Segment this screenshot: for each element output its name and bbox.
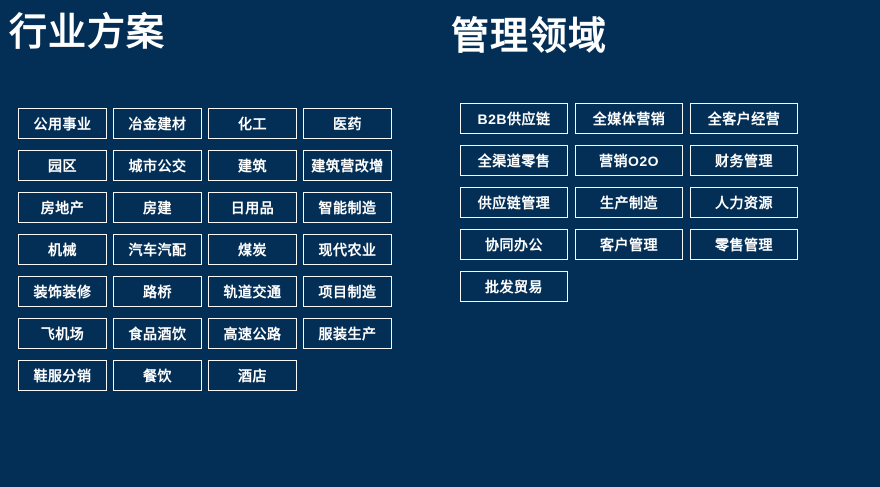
industry-button[interactable]: 酒店	[208, 360, 297, 391]
industry-button[interactable]: 冶金建材	[113, 108, 202, 139]
industry-button[interactable]: 城市公交	[113, 150, 202, 181]
industry-button[interactable]: 公用事业	[18, 108, 107, 139]
industry-button[interactable]: 房地产	[18, 192, 107, 223]
industry-button[interactable]: 鞋服分销	[18, 360, 107, 391]
management-button[interactable]: 供应链管理	[460, 187, 568, 218]
industry-button[interactable]: 飞机场	[18, 318, 107, 349]
management-button[interactable]: 零售管理	[690, 229, 798, 260]
industry-button[interactable]: 装饰装修	[18, 276, 107, 307]
management-button[interactable]: 协同办公	[460, 229, 568, 260]
industry-button[interactable]: 日用品	[208, 192, 297, 223]
management-button[interactable]: 生产制造	[575, 187, 683, 218]
management-section-title: 管理领域	[451, 16, 608, 58]
industry-section-title: 行业方案	[9, 12, 166, 54]
industry-buttons-grid: 公用事业冶金建材化工医药园区城市公交建筑建筑营改增房地产房建日用品智能制造机械汽…	[18, 108, 392, 391]
industry-button[interactable]: 智能制造	[303, 192, 392, 223]
management-button[interactable]: 全媒体营销	[575, 103, 683, 134]
industry-button[interactable]: 煤炭	[208, 234, 297, 265]
management-button[interactable]: 人力资源	[690, 187, 798, 218]
industry-button[interactable]: 医药	[303, 108, 392, 139]
industry-button[interactable]: 高速公路	[208, 318, 297, 349]
management-button[interactable]: 全客户经营	[690, 103, 798, 134]
management-button[interactable]: 全渠道零售	[460, 145, 568, 176]
management-button[interactable]: 财务管理	[690, 145, 798, 176]
industry-button[interactable]: 食品酒饮	[113, 318, 202, 349]
industry-button[interactable]: 汽车汽配	[113, 234, 202, 265]
industry-button[interactable]: 餐饮	[113, 360, 202, 391]
management-button[interactable]: 营销O2O	[575, 145, 683, 176]
industry-button[interactable]: 现代农业	[303, 234, 392, 265]
industry-button[interactable]: 项目制造	[303, 276, 392, 307]
industry-button[interactable]: 机械	[18, 234, 107, 265]
industry-button[interactable]: 园区	[18, 150, 107, 181]
industry-button[interactable]: 建筑	[208, 150, 297, 181]
industry-button[interactable]: 服装生产	[303, 318, 392, 349]
management-button[interactable]: 客户管理	[575, 229, 683, 260]
industry-button[interactable]: 房建	[113, 192, 202, 223]
industry-button[interactable]: 建筑营改增	[303, 150, 392, 181]
industry-button[interactable]: 轨道交通	[208, 276, 297, 307]
management-button[interactable]: 批发贸易	[460, 271, 568, 302]
industry-button[interactable]: 路桥	[113, 276, 202, 307]
management-button[interactable]: B2B供应链	[460, 103, 568, 134]
industry-button[interactable]: 化工	[208, 108, 297, 139]
